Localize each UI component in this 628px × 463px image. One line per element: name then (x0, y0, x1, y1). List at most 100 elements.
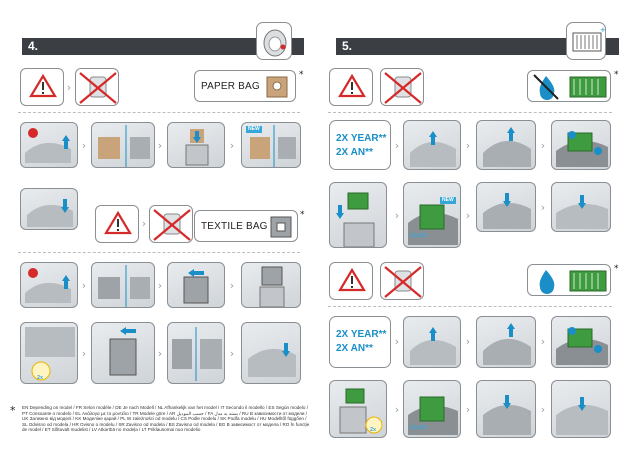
chevron-right-icon: › (157, 347, 163, 360)
step-photo-close-lid (20, 188, 78, 230)
new-tag: NEW (246, 126, 262, 133)
step-photo-filter-compartment (476, 120, 536, 170)
step-photo-slide-clip (167, 262, 225, 308)
chevron-right-icon: › (465, 335, 471, 348)
step-photo-open-lid (20, 122, 78, 168)
frequency-box: 2X YEAR** 2X AN** (329, 316, 391, 368)
step-photo-reinsert-filter: CLICK (403, 380, 461, 438)
no-crossed-icon (79, 72, 117, 104)
step-photo-reinsert-bag (167, 322, 225, 384)
step-photo-dispose-filter (329, 182, 387, 248)
chevron-right-icon: › (540, 335, 546, 348)
paper-bag-icon (266, 76, 288, 98)
svg-text:+: + (600, 26, 606, 34)
right-page: 5. + (314, 0, 628, 463)
arrow-up-icon (62, 135, 70, 149)
frequency-line-1: 2X YEAR** (336, 133, 387, 144)
paper-bag-label: PAPER BAG (201, 81, 260, 92)
warning-tile (329, 68, 373, 106)
chevron-right-icon: › (465, 209, 471, 222)
chevron-right-icon: › (81, 279, 87, 292)
chevron-right-icon: › (540, 139, 546, 152)
footnote-asterisk: * (10, 404, 16, 417)
chevron-right-icon: › (141, 217, 147, 230)
chevron-right-icon: › (229, 279, 235, 292)
chevron-right-icon: › (394, 139, 400, 152)
no-crossed-icon (384, 266, 422, 298)
textile-bag-label: TEXTILE BAG (201, 221, 268, 232)
step-photo-empty-bag (241, 262, 301, 308)
drop-icon (539, 270, 607, 294)
asterisk: * (300, 210, 305, 220)
warning-icon (338, 268, 366, 292)
divider (18, 112, 300, 113)
warning-icon (29, 74, 57, 98)
chevron-right-icon: › (229, 139, 235, 152)
frequency-line-2: 2X AN** (336, 147, 373, 158)
step-photo-close-lid (551, 380, 611, 438)
chevron-right-icon: › (81, 347, 87, 360)
step-photo-close-clip (91, 322, 155, 384)
trash-icon (185, 129, 209, 166)
temp-label: 2x (37, 375, 44, 381)
step-photo-remove-bag (91, 122, 155, 168)
textile-bag-label-box: TEXTILE BAG (194, 210, 298, 242)
asterisk: * (299, 70, 304, 80)
chevron-right-icon: › (465, 403, 471, 416)
step-photo-remove-filter (551, 120, 611, 170)
divider (18, 252, 300, 253)
trash-icon (336, 192, 375, 247)
step-header: 4. (22, 38, 304, 55)
no-cord-tile (380, 262, 424, 300)
frequency-line-1: 2X YEAR** (336, 329, 387, 340)
textile-bag-icon (270, 216, 292, 238)
click-label: CLICK (410, 233, 427, 239)
asterisk: * (614, 264, 619, 274)
frequency-line-2: 2X AN** (336, 343, 373, 354)
chevron-right-icon: › (540, 201, 546, 214)
chevron-right-icon: › (66, 81, 72, 94)
chevron-right-icon: › (394, 403, 400, 416)
temp-label: 2x (370, 427, 377, 433)
step-header: 5. (336, 38, 619, 55)
step-photo-open-lid (20, 262, 78, 308)
warning-tile (329, 262, 373, 300)
warning-icon (104, 211, 132, 235)
divider (328, 112, 612, 113)
chevron-right-icon: › (394, 335, 400, 348)
step-photo-close-lid (241, 322, 301, 384)
step-photo-open-lid (403, 316, 461, 368)
no-cord-tile (75, 68, 119, 106)
left-page: 4. › PAPER BAG * (10, 22, 310, 433)
step-photo-rinse-filter: 2x (329, 380, 387, 438)
no-crossed-icon (384, 72, 422, 104)
no-cord-tile (149, 205, 193, 243)
chevron-right-icon: › (540, 403, 546, 416)
no-cord-tile (380, 68, 424, 106)
step-photo-insert-filter: NEW CLICK (403, 182, 461, 248)
step-photo-close-compartment (476, 380, 536, 438)
paper-bag-label-box: PAPER BAG (194, 70, 296, 102)
chevron-right-icon: › (465, 139, 471, 152)
step-photo-remove-filter (551, 316, 611, 368)
chevron-right-icon: › (81, 139, 87, 152)
step-photo-close-compartment (476, 182, 536, 232)
sun-icon (365, 416, 383, 434)
step-photo-wash-bag: 2x (20, 322, 78, 384)
footnote: EN Depending on model / FR Selon modèle … (22, 405, 310, 433)
vacuum-bag-compartment-icon (256, 22, 292, 60)
new-tag: NEW (440, 197, 456, 204)
frequency-box: 2X YEAR** 2X AN** (329, 120, 391, 170)
step-number: 5. (342, 39, 353, 53)
filter-icon: + (566, 22, 606, 60)
no-water-filter-icon (533, 74, 607, 100)
step-number: 4. (28, 39, 39, 53)
sun-icon (31, 361, 51, 381)
click-label: CLICK (410, 425, 427, 431)
step-photo-close-lid (551, 182, 611, 232)
step-photo-remove-textile-bag (91, 262, 155, 308)
no-crossed-icon (153, 209, 191, 241)
step-photo-open-lid (403, 120, 461, 170)
step-photo-filter-compartment (476, 316, 536, 368)
warning-tile (95, 205, 139, 243)
